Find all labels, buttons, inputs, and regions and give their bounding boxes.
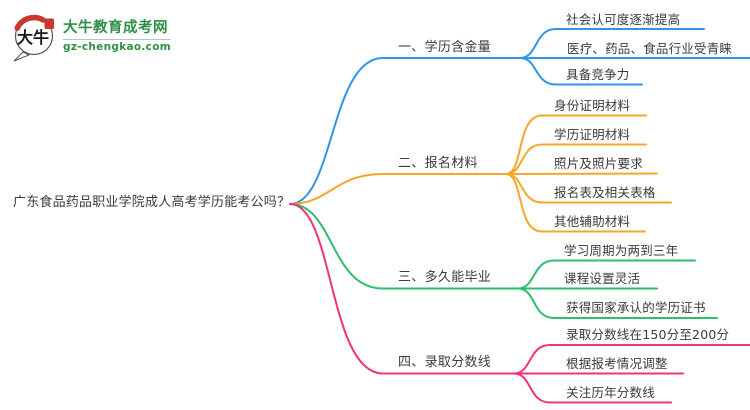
logo-icon-text: 大牛: [17, 28, 49, 47]
branch-2-lines: [289, 114, 672, 233]
branch-4-label: 四、录取分数线: [398, 355, 492, 370]
branch-2-child-5-line: [505, 173, 646, 233]
branch-2-main-curve: [289, 173, 507, 205]
branch-3-child-3: 获得国家承认的学历证书: [566, 300, 706, 315]
root-topic: 广东食品药品职业学院成人高考学历能考公吗？: [13, 195, 291, 210]
branch-2-child-4: 报名表及相关表格: [554, 185, 656, 200]
branch-2-child-5: 其他辅助材料: [554, 214, 631, 229]
branch-1-child-1: 社会认可度逐渐提高: [566, 12, 681, 27]
logo-text-block: 大牛教育成考网 gz-chengkao.com: [63, 16, 171, 53]
logo-title: 大牛教育成考网: [63, 20, 168, 36]
branch-3-label: 三、多久能毕业: [398, 270, 492, 285]
branch-3-child-1: 学习周期为两到三年: [564, 243, 679, 258]
branch-3-child-2: 课程设置灵活: [564, 271, 641, 286]
logo-subtitle: gz-chengkao.com: [63, 41, 171, 53]
logo-bull-icon: 大牛: [13, 14, 54, 62]
logo-red-arc: [14, 14, 46, 31]
branch-1-child-2: 医疗、药品、食品行业受青睐: [567, 41, 733, 56]
branch-4-child-1: 录取分数线在150分至200分: [566, 327, 730, 342]
branch-4-main-curve: [289, 203, 515, 375]
branch-1-lines: [289, 28, 750, 205]
branch-1-label: 一、学历含金量: [398, 40, 492, 55]
logo-divider: [63, 39, 171, 40]
branch-1-main-curve: [289, 57, 521, 205]
branch-4-child-3-line: [513, 372, 672, 404]
branch-2-child-3: 照片及照片要求: [554, 156, 643, 171]
branch-2-child-1-line: [505, 114, 647, 175]
branch-2-child-3-line: [505, 172, 658, 175]
branch-3-child-3-line: [517, 287, 718, 319]
branch-4-lines: [289, 203, 750, 404]
branch-3-lines: [289, 203, 718, 319]
branch-2-label: 二、报名材料: [398, 156, 478, 171]
logo-seal: [44, 18, 54, 29]
branch-2-child-1: 身份证明材料: [554, 98, 631, 113]
branch-1-child-3-line: [519, 57, 643, 86]
branch-3-main-curve: [289, 203, 519, 290]
branch-2-child-2: 学历证明材料: [554, 127, 631, 142]
site-logo: 大牛 大牛教育成考网 gz-chengkao.com: [9, 10, 171, 62]
branch-1-child-3: 具备竞争力: [566, 67, 630, 82]
branch-4-child-3: 关注历年分数线: [566, 385, 655, 400]
branch-4-child-2: 根据报考情况调整: [566, 356, 668, 371]
